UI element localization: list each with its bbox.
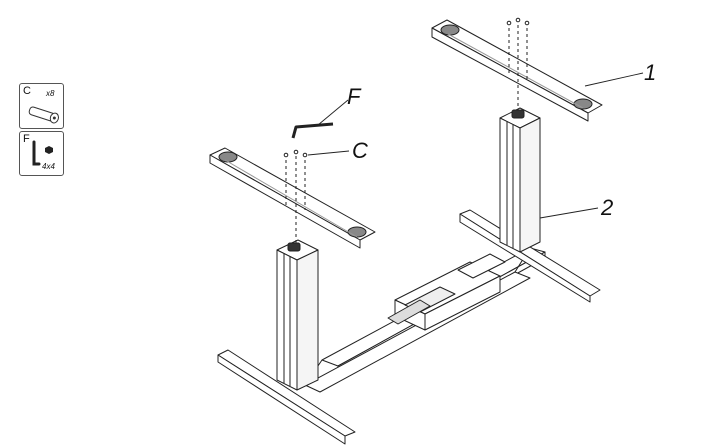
hex-key-icon — [32, 140, 53, 166]
control-box — [387, 253, 506, 331]
right-foot — [459, 209, 601, 303]
leader-line-c — [307, 150, 350, 156]
part-box-f: F 4x4 — [19, 131, 64, 176]
part-letter-f: F — [23, 133, 30, 145]
callout-1: 1 — [644, 60, 657, 85]
left-column — [276, 239, 319, 391]
part-qty-f: 4x4 — [42, 162, 55, 171]
part-letter-c: C — [23, 85, 31, 97]
left-foot — [217, 349, 356, 445]
screws-left — [283, 149, 308, 245]
right-column — [499, 107, 541, 253]
right-support-arm — [431, 19, 603, 122]
callout-f: F — [347, 84, 361, 109]
leader-line-2 — [539, 207, 599, 219]
leader-line-f — [317, 99, 349, 126]
callout-2: 2 — [601, 195, 614, 220]
part-qty-c: x8 — [46, 89, 55, 98]
left-support-arm — [209, 147, 376, 249]
leader-line-1 — [584, 72, 644, 87]
hex-key-drawing — [291, 122, 334, 139]
bolt-icon — [28, 106, 59, 124]
callout-c: C — [352, 138, 368, 163]
screws-right — [506, 17, 530, 110]
part-box-c: C x8 — [19, 83, 64, 129]
